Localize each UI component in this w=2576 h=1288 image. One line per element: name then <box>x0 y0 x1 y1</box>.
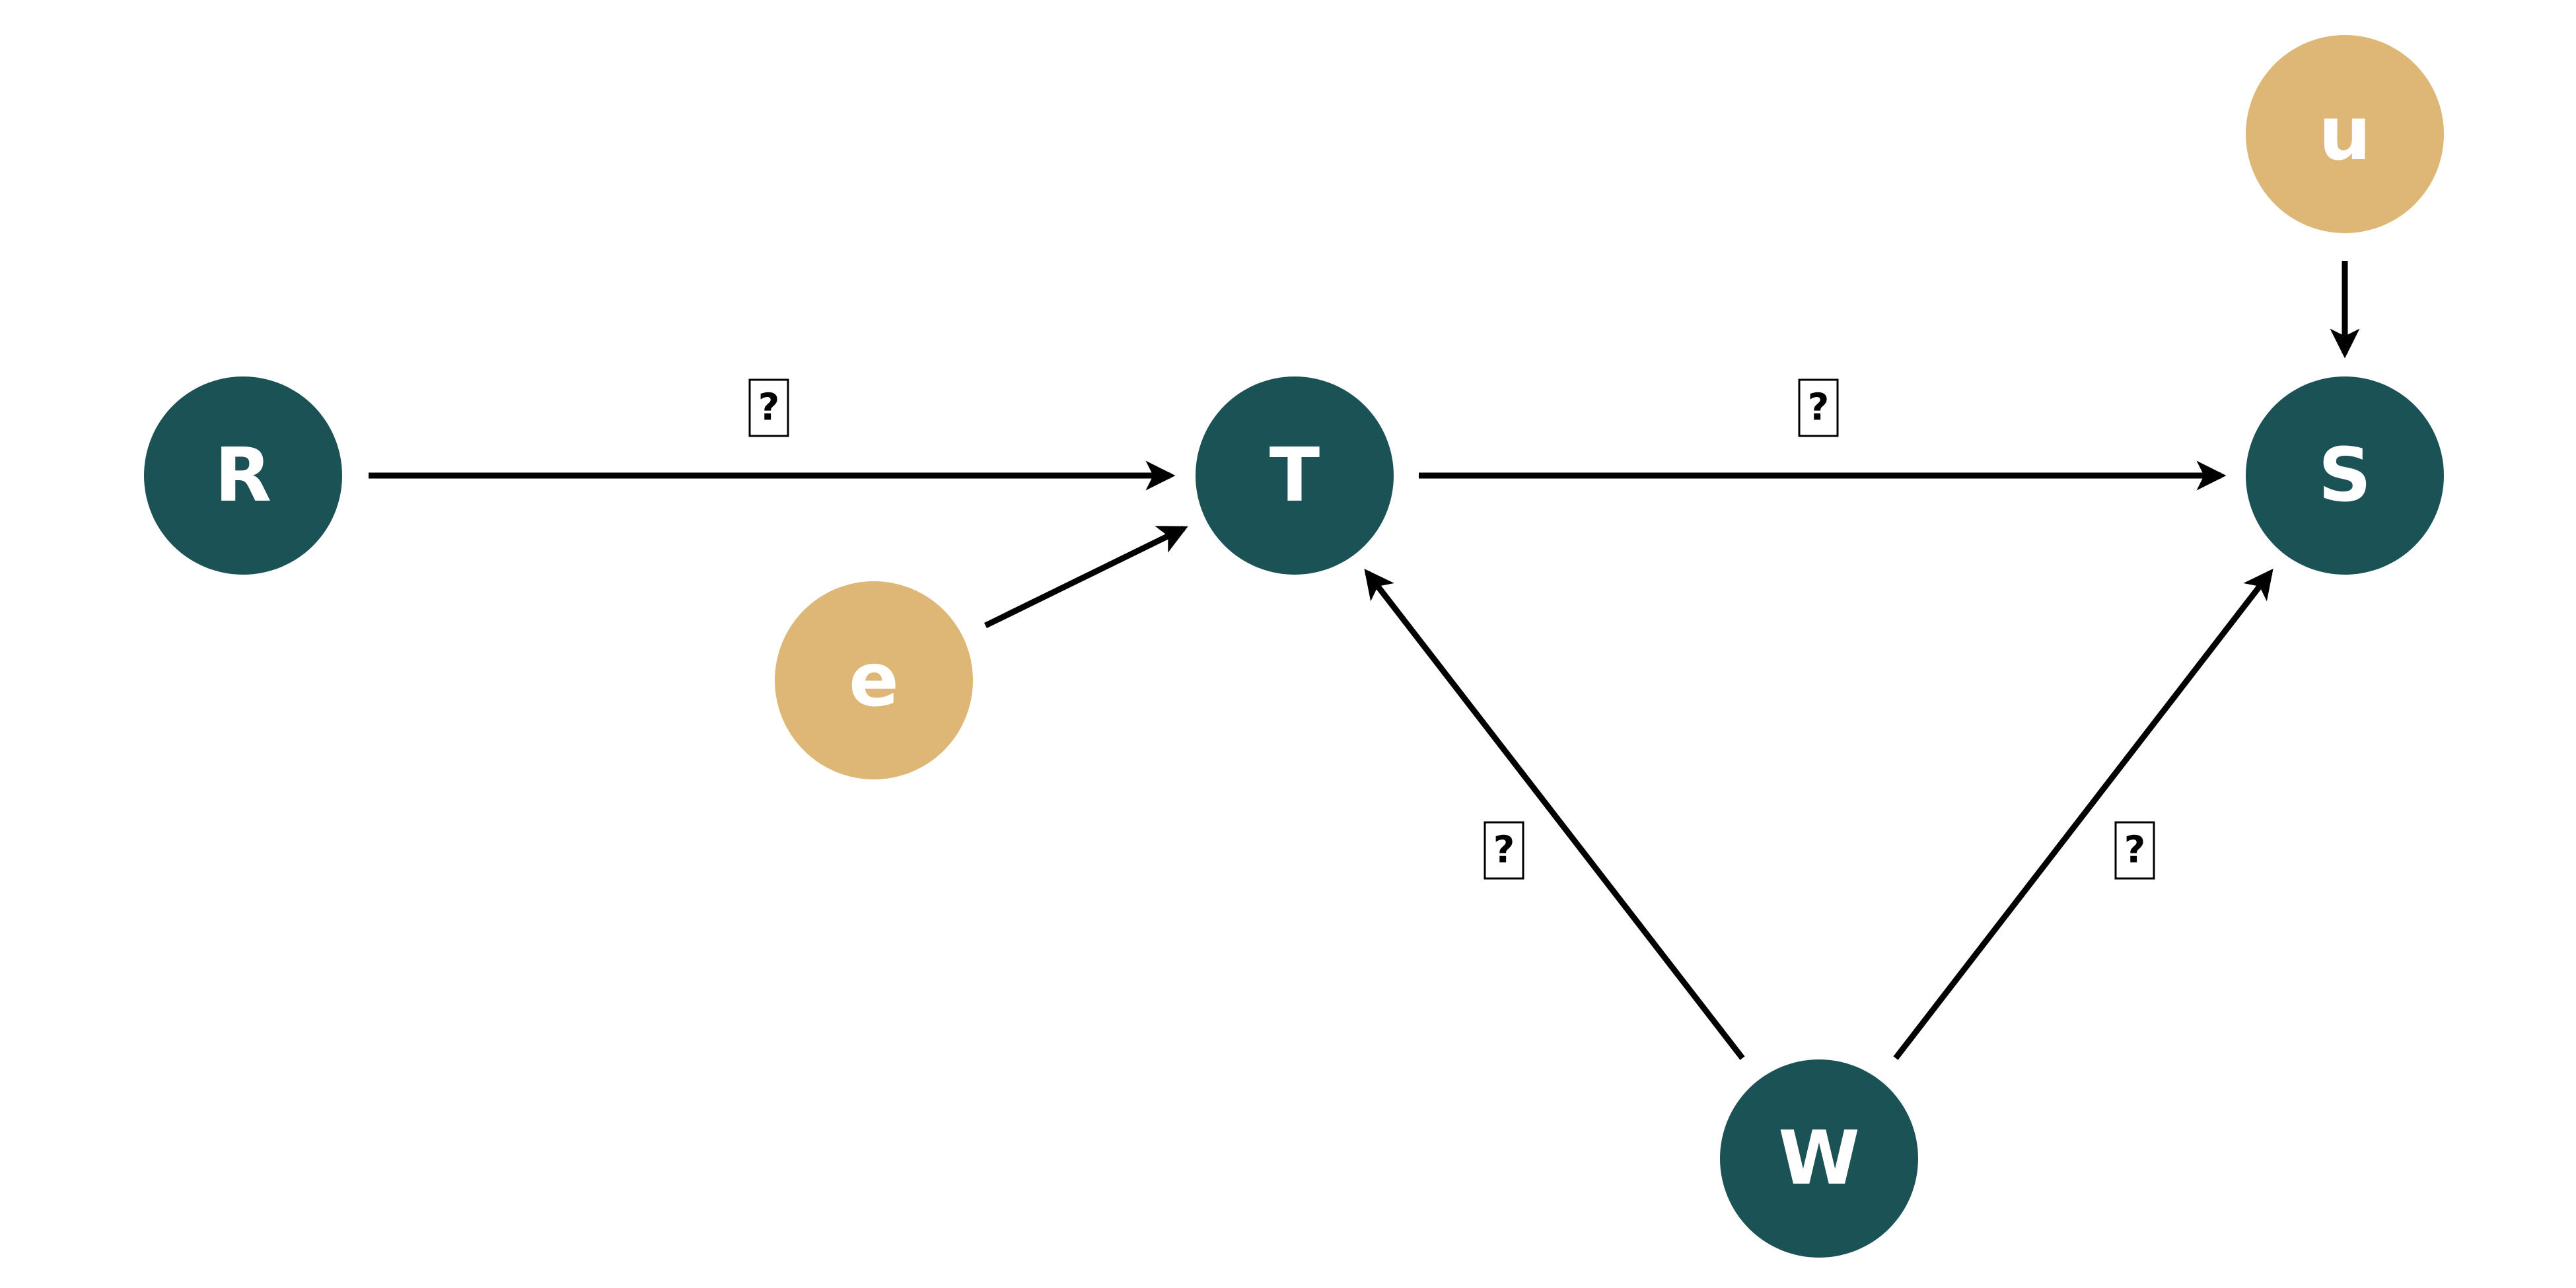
svg-text:e: e <box>849 637 899 723</box>
node-e: e <box>775 581 973 779</box>
edge-w-to-s <box>1893 569 2273 1060</box>
node-t: T <box>1196 376 1394 575</box>
node-u: u <box>2246 35 2444 233</box>
edge-w-to-t <box>1364 569 1745 1060</box>
node-w: W <box>1720 1059 1918 1258</box>
svg-text:?: ? <box>2124 829 2145 872</box>
edge-label-t-s: ? <box>1798 378 1839 437</box>
svg-text:?: ? <box>758 386 779 429</box>
svg-text:S: S <box>2318 433 2372 519</box>
edge-label-w-s: ? <box>2114 821 2155 880</box>
svg-text:W: W <box>1778 1116 1860 1201</box>
node-s: S <box>2246 376 2444 575</box>
svg-text:u: u <box>2318 91 2371 177</box>
edge-label-r-t: ? <box>748 378 789 437</box>
svg-text:?: ? <box>1493 829 1515 872</box>
edge-label-w-t: ? <box>1484 821 1524 880</box>
node-r: R <box>144 376 342 575</box>
svg-text:?: ? <box>1808 386 1829 429</box>
svg-text:T: T <box>1270 433 1320 519</box>
edge-e-to-t <box>984 525 1188 629</box>
svg-text:R: R <box>215 433 271 519</box>
